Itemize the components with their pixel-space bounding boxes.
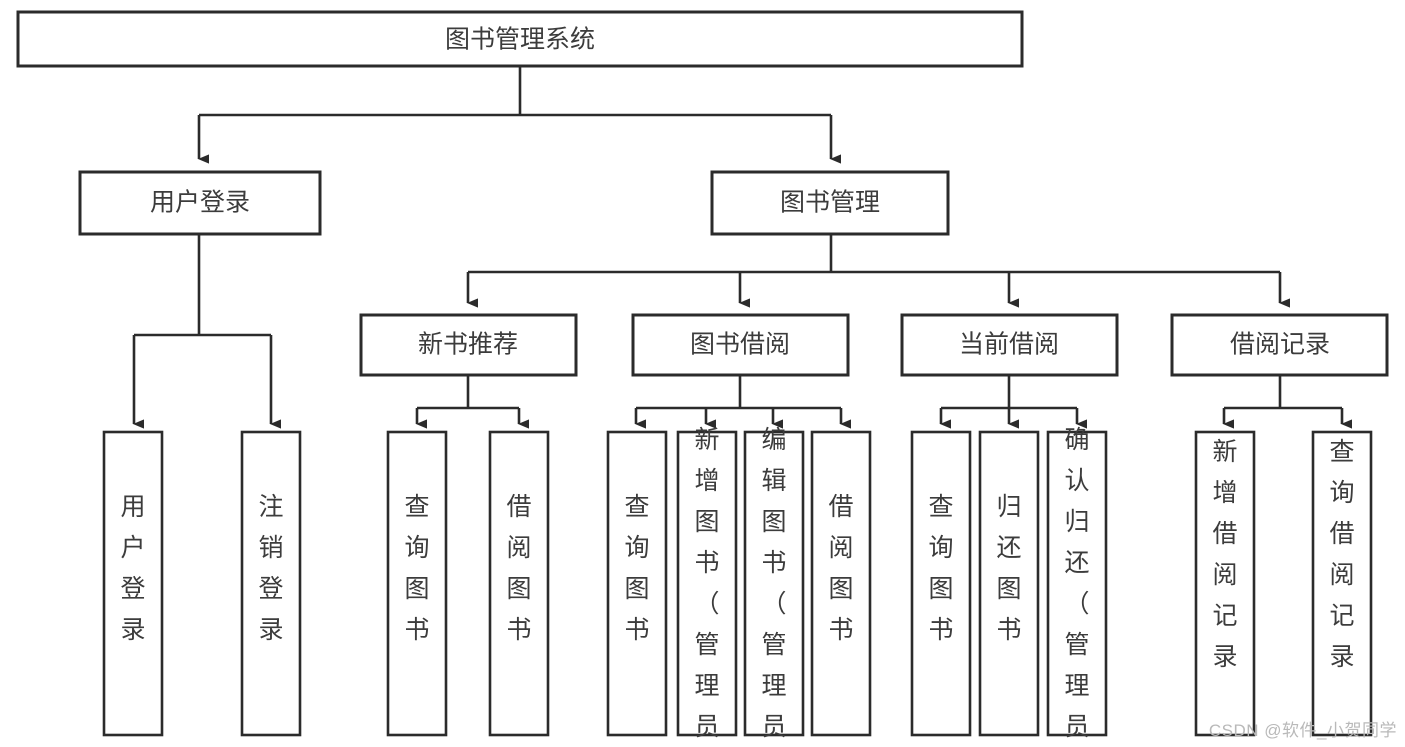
leaf-bookborrow-borrow[interactable]: 借阅图书 <box>810 430 872 737</box>
connector-root-to-level2 <box>197 66 841 164</box>
leaf-newbook-query[interactable]: 查询图书 <box>386 430 448 737</box>
node-current-borrow[interactable]: 当前借阅 <box>900 313 1119 377</box>
leaf-user-login-logout[interactable]: 注销登录 <box>240 430 302 737</box>
leaf-currentborrow-confirm-label: 确认归还（管理员） <box>1064 426 1089 747</box>
leaf-bookborrow-add[interactable]: 新增图书（管理员） <box>676 426 738 747</box>
leaf-bookborrow-add-label: 新增图书（管理员） <box>694 426 719 747</box>
leaf-bookborrow-borrow-label: 借阅图书 <box>828 493 853 644</box>
leaf-newbook-query-label: 查询图书 <box>404 493 429 644</box>
leaf-bookborrow-query-label: 查询图书 <box>624 493 649 644</box>
node-book-borrow[interactable]: 图书借阅 <box>631 313 850 377</box>
csdn-watermark: CSDN @软件_小贺同学 <box>1208 721 1397 740</box>
connector-newbook-to-leaves <box>415 375 529 429</box>
leaf-bookborrow-edit[interactable]: 编辑图书（管理员） <box>743 426 805 747</box>
leaf-user-login-logout-label: 注销登录 <box>258 493 283 644</box>
leaf-currentborrow-query[interactable]: 查询图书 <box>910 430 972 737</box>
leaf-newbook-borrow-label: 借阅图书 <box>506 493 531 644</box>
connector-bookmgmt-to-level3 <box>466 234 1290 308</box>
node-root[interactable]: 图书管理系统 <box>16 10 1024 68</box>
leaf-borrowrecord-query[interactable]: 查询借阅记录 <box>1311 430 1373 737</box>
leaf-user-login-login-label: 用户登录 <box>120 493 145 644</box>
leaf-user-login-login[interactable]: 用户登录 <box>102 430 164 737</box>
leaf-borrowrecord-add-label: 新增借阅记录 <box>1212 438 1237 671</box>
node-book-borrow-label: 图书借阅 <box>690 331 790 359</box>
node-user-login-label: 用户登录 <box>150 189 250 217</box>
leaf-borrowrecord-query-label: 查询借阅记录 <box>1329 438 1354 671</box>
leaf-bookborrow-edit-label: 编辑图书（管理员） <box>761 426 786 747</box>
node-new-book-recommend-label: 新书推荐 <box>418 331 518 359</box>
node-current-borrow-label: 当前借阅 <box>959 331 1059 359</box>
node-new-book-recommend[interactable]: 新书推荐 <box>359 313 578 377</box>
leaf-borrowrecord-add[interactable]: 新增借阅记录 <box>1194 430 1256 737</box>
connector-borrowrecord-to-leaves <box>1222 375 1352 429</box>
connector-currentborrow-to-leaves <box>939 375 1087 429</box>
leaf-newbook-borrow[interactable]: 借阅图书 <box>488 430 550 737</box>
node-book-management-label: 图书管理 <box>780 189 880 217</box>
node-borrow-record[interactable]: 借阅记录 <box>1170 313 1389 377</box>
leaf-currentborrow-return[interactable]: 归还图书 <box>978 430 1040 737</box>
node-borrow-record-label: 借阅记录 <box>1230 331 1330 359</box>
connector-bookborrow-to-leaves <box>634 375 851 429</box>
node-root-label: 图书管理系统 <box>445 26 595 54</box>
node-user-login[interactable]: 用户登录 <box>78 170 322 236</box>
leaf-currentborrow-return-label: 归还图书 <box>996 493 1021 644</box>
leaf-currentborrow-confirm[interactable]: 确认归还（管理员） <box>1046 426 1108 747</box>
leaf-currentborrow-query-label: 查询图书 <box>928 493 953 644</box>
leaf-bookborrow-query[interactable]: 查询图书 <box>606 430 668 737</box>
node-book-management[interactable]: 图书管理 <box>710 170 950 236</box>
connector-userlogin-to-leaves <box>132 234 281 429</box>
